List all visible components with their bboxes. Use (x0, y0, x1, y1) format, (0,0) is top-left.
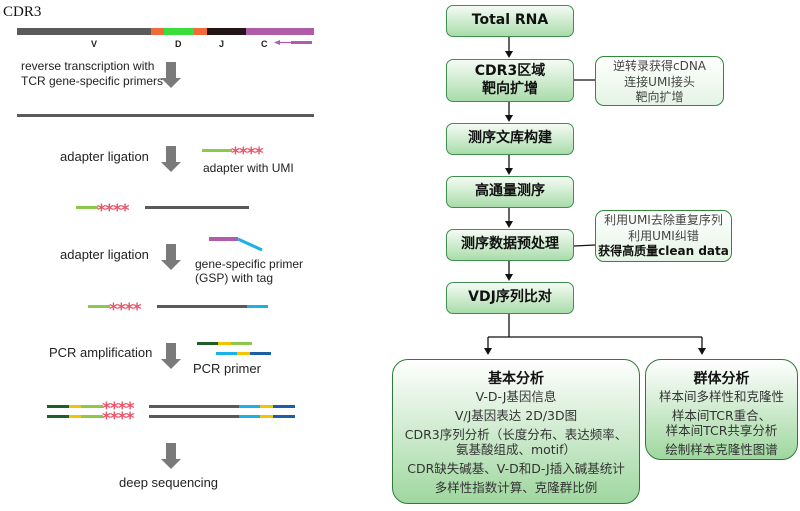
svg-text:****: **** (102, 399, 135, 419)
cdna-strand (17, 114, 314, 117)
step-deep-sequencing: deep sequencing (119, 475, 219, 490)
flowchart-connectors (484, 37, 706, 355)
segment-j (207, 28, 246, 35)
down-arrow-1 (161, 62, 181, 88)
step-adapter-ligation-2: adapter ligation (60, 247, 149, 262)
step-rt-label: reverse transcription with TCR gene-spec… (21, 59, 164, 88)
basic-analysis-box: 基本分析 V-D-J基因信息 V/J基因表达 2D/3D图 CDR3序列分析（长… (392, 359, 640, 504)
segment-v (17, 28, 151, 35)
down-arrow-3 (161, 244, 181, 270)
note-amplification-details: 逆转录获得cDNA 连接UMI接头 靶向扩增 (595, 56, 724, 106)
flow-step-cdr3-amplification: CDR3区域 靶向扩增 (446, 59, 574, 102)
flow-step-library-construction: 测序文库构建 (446, 123, 574, 155)
ligated-product-1: **** (76, 201, 249, 221)
gene-structure-bar (17, 28, 314, 35)
segment-label-d: D (175, 39, 182, 49)
pcr-primer-reverse (216, 352, 271, 355)
note-preprocessing-details: 利用UMI去除重复序列 利用UMI纠错 获得高质量clean data (595, 210, 732, 262)
group-analysis-title: 群体分析 (693, 371, 750, 387)
svg-text:****: **** (102, 409, 135, 429)
pcr-product-strand-bottom: **** (47, 409, 295, 429)
gsp-tag-reagent (209, 237, 263, 252)
flow-step-high-throughput-sequencing: 高通量测序 (446, 176, 574, 208)
ligated-product-2: **** (88, 300, 268, 320)
reagent-pcr-primer: PCR primer (193, 361, 261, 376)
segment-c (246, 28, 314, 35)
adapter-umi-reagent: **** (202, 144, 265, 164)
step-adapter-ligation-1: adapter ligation (60, 149, 149, 164)
cdr3-title: CDR3 (3, 4, 42, 20)
reagent-gsp-with-tag: gene-specific primer (GSP) with tag (195, 257, 304, 285)
flow-step-vdj-alignment: VDJ序列比对 (446, 282, 574, 314)
segment-label-j: J (219, 39, 225, 49)
down-arrow-5 (161, 443, 181, 469)
segment-n2 (194, 28, 207, 35)
svg-text:****: **** (97, 201, 130, 221)
pcr-primer-forward (197, 342, 252, 345)
down-arrow-4 (161, 343, 181, 369)
reagent-adapter-with-umi: adapter with UMI (203, 161, 294, 175)
svg-text:****: **** (109, 300, 142, 320)
basic-analysis-title: 基本分析 (488, 371, 544, 387)
group-analysis-box: 群体分析 样本间多样性和克隆性 样本间TCR重合、 样本间TCR共享分析 绘制样… (645, 359, 798, 460)
down-arrow-2 (161, 146, 181, 172)
flow-step-total-rna: Total RNA (446, 5, 574, 37)
step-pcr-amplification: PCR amplification (49, 345, 153, 360)
umi-marks: **** (231, 144, 264, 164)
rt-primer-arrow (274, 40, 312, 45)
flow-step-data-preprocessing: 测序数据预处理 (446, 229, 574, 261)
segment-label-v: V (91, 39, 98, 49)
segment-n1 (151, 28, 164, 35)
pcr-product-strand-top: **** (47, 399, 295, 419)
segment-d (164, 28, 194, 35)
segment-label-c: C (261, 39, 268, 49)
